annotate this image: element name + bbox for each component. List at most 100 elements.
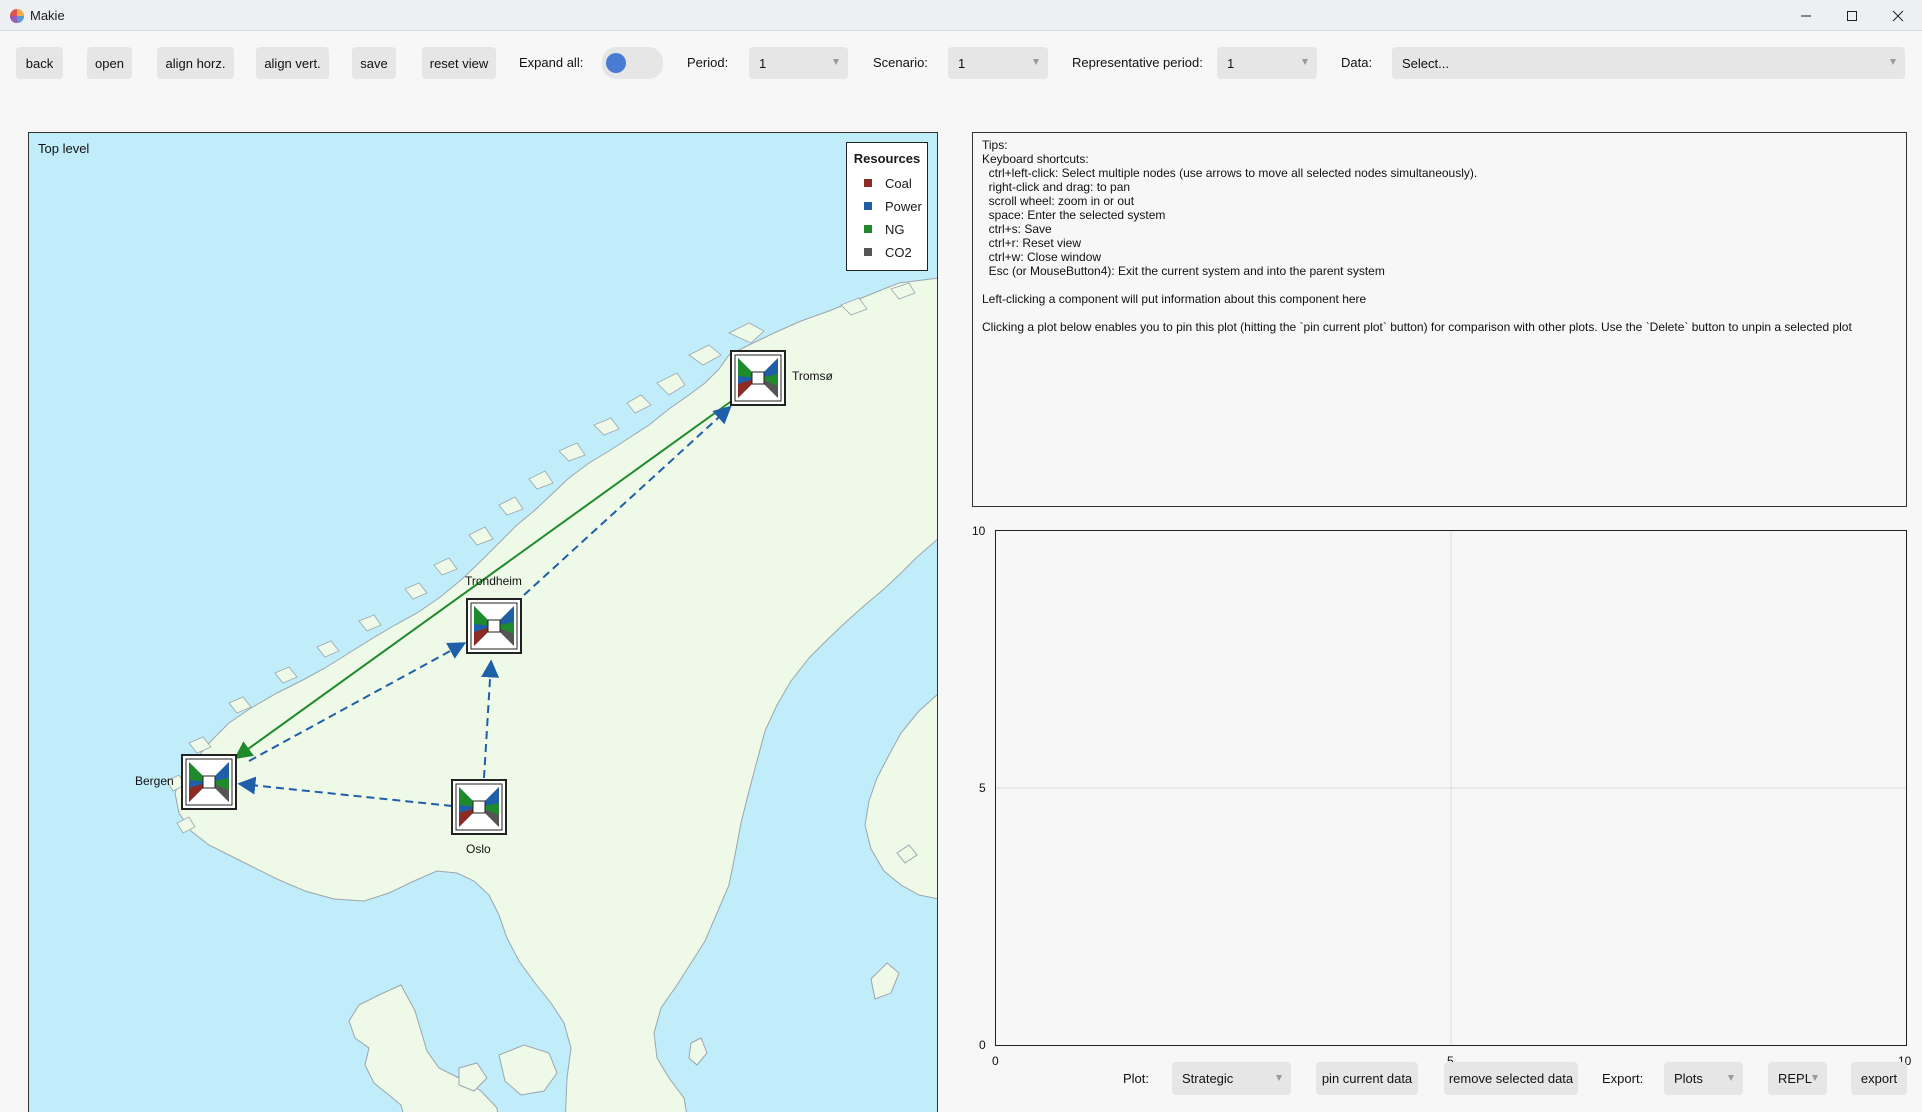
reset-view-button[interactable]: reset view: [422, 47, 496, 79]
land-aland: [896, 844, 918, 864]
legend-item: CO2: [864, 244, 912, 260]
legend-swatch-power: [864, 202, 872, 210]
toggle-knob: [606, 53, 626, 73]
node-trondheim: [466, 598, 522, 654]
period-dropdown[interactable]: 1: [749, 47, 848, 79]
export-button[interactable]: export: [1851, 1062, 1907, 1095]
land-denmark: [348, 984, 498, 1112]
expand-all-label: Expand all:: [519, 55, 584, 70]
data-label: Data:: [1341, 55, 1373, 70]
minimize-icon: [1801, 15, 1811, 16]
plot-axis[interactable]: [995, 530, 1907, 1046]
data-dropdown[interactable]: Select...: [1392, 47, 1905, 79]
legend-label: NG: [885, 221, 905, 237]
link-oslo-bergen-power: [237, 776, 453, 807]
legend-item: Power: [864, 198, 922, 214]
remove-selected-data-button[interactable]: remove selected data: [1444, 1062, 1578, 1095]
land-gotland: [870, 962, 900, 1000]
legend-label: CO2: [885, 244, 912, 260]
info-line: ctrl+left-click: Select multiple nodes (…: [982, 166, 1478, 180]
node-label-bergen: Bergen: [135, 774, 174, 788]
legend-item: Coal: [864, 175, 912, 191]
info-spacer: [982, 306, 1897, 320]
info-line: Keyboard shortcuts:: [982, 152, 1089, 166]
plot-type-label: Plot:: [1123, 1071, 1150, 1086]
land-oland: [688, 1037, 708, 1066]
makie-app-icon: [10, 9, 24, 23]
export-target-value: REPL: [1778, 1071, 1812, 1086]
info-line: Tips:: [982, 138, 1008, 152]
y-tick-label: 5: [979, 781, 986, 795]
period-value: 1: [759, 55, 767, 71]
link-bergen-trondheim-power: [248, 642, 467, 762]
representative-period-dropdown[interactable]: 1: [1217, 47, 1317, 79]
node-label-oslo: Oslo: [466, 842, 491, 856]
chevron-down-icon: [1033, 59, 1039, 65]
chevron-down-icon: [1812, 1074, 1818, 1081]
x-tick-label: 5: [1447, 1054, 1454, 1068]
node-tromso: [730, 350, 786, 406]
back-button[interactable]: back: [16, 47, 63, 79]
land-funen: [458, 1062, 488, 1092]
period-label: Period:: [687, 55, 729, 70]
norway-map: [166, 277, 937, 1112]
map-panel[interactable]: Top level Tromsø Trondheim Bergen Oslo R…: [28, 132, 938, 1112]
align-vert-button[interactable]: align vert.: [256, 47, 329, 79]
plot-type-dropdown[interactable]: Strategic: [1172, 1062, 1291, 1095]
land-zealand: [498, 1044, 558, 1096]
network-links: [234, 399, 734, 807]
chevron-down-icon: [1302, 59, 1308, 65]
info-line: ctrl+w: Close window: [982, 250, 1102, 264]
window-title: Makie: [30, 8, 65, 23]
info-line: Clicking a plot below enables you to pin…: [982, 320, 1852, 334]
chevron-down-icon: [1276, 1074, 1282, 1081]
export-label: Export:: [1602, 1071, 1644, 1086]
chevron-down-icon: [833, 59, 839, 65]
pin-current-data-button[interactable]: pin current data: [1316, 1062, 1418, 1095]
plot-type-value: Strategic: [1182, 1071, 1234, 1086]
expand-all-toggle[interactable]: [602, 47, 663, 79]
legend-swatch-ng: [864, 225, 872, 233]
panel-title: Top level: [38, 141, 90, 156]
window-titlebar: Makie: [0, 0, 1922, 31]
export-format-value: Plots: [1674, 1071, 1703, 1086]
resources-legend: Resources Coal Power NG CO2: [846, 142, 928, 271]
info-line: right-click and drag: to pan: [982, 180, 1131, 194]
legend-swatch-coal: [864, 179, 872, 187]
maximize-icon: [1847, 10, 1857, 21]
legend-title: Resources: [853, 151, 921, 166]
scenario-label: Scenario:: [873, 55, 928, 70]
maximize-button[interactable]: [1829, 0, 1875, 31]
align-horz-button[interactable]: align horz.: [157, 47, 234, 79]
info-spacer: [982, 278, 1897, 292]
close-icon: [1892, 10, 1904, 21]
link-trondheim-tromso-power: [523, 405, 732, 596]
y-tick-label: 10: [972, 524, 986, 538]
node-label-trondheim: Trondheim: [465, 574, 522, 588]
legend-item: NG: [864, 221, 905, 237]
close-window-button[interactable]: [1875, 0, 1921, 31]
x-tick-label: 0: [992, 1054, 999, 1068]
export-target-dropdown[interactable]: REPL: [1768, 1062, 1827, 1095]
legend-label: Power: [885, 198, 922, 214]
chevron-down-icon: [1890, 59, 1896, 65]
coastal-islands: [166, 282, 916, 834]
land-scandinavia: [174, 277, 937, 1112]
info-line: ctrl+s: Save: [982, 222, 1052, 236]
minimize-button[interactable]: [1783, 0, 1829, 31]
data-value: Select...: [1402, 55, 1449, 71]
legend-swatch-co2: [864, 248, 872, 256]
save-button[interactable]: save: [352, 47, 396, 79]
node-oslo: [451, 779, 507, 835]
link-tromso-bergen-ng: [234, 399, 734, 760]
y-tick-label: 0: [979, 1038, 986, 1052]
open-button[interactable]: open: [87, 47, 132, 79]
node-label-tromso: Tromsø: [792, 369, 833, 383]
main-content: back open align horz. align vert. save r…: [0, 31, 1922, 1112]
land-finland: [864, 694, 937, 900]
scenario-dropdown[interactable]: 1: [948, 47, 1048, 79]
plot-canvas: [996, 531, 1906, 1045]
info-line: Esc (or MouseButton4): Exit the current …: [982, 264, 1385, 278]
export-format-dropdown[interactable]: Plots: [1664, 1062, 1743, 1095]
link-oslo-trondheim-power: [481, 659, 500, 779]
